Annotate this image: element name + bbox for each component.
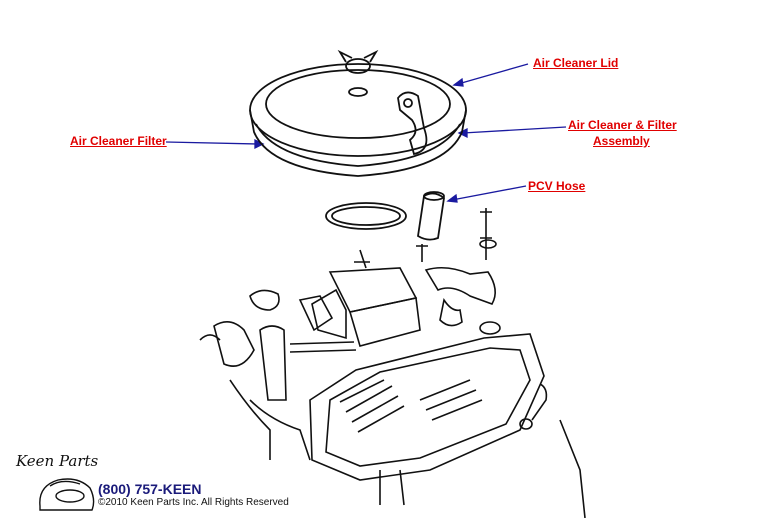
callout-air-cleaner-lid[interactable]: Air Cleaner Lid bbox=[533, 56, 619, 70]
wing-nut-wings bbox=[337, 49, 379, 63]
air-cleaner-lid-inner bbox=[265, 69, 451, 139]
air-cleaner bbox=[249, 49, 467, 177]
leader-lines bbox=[165, 63, 567, 203]
air-cleaner-lid-outline bbox=[249, 63, 467, 157]
callout-air-cleaner-filter[interactable]: Air Cleaner Filter bbox=[70, 134, 167, 148]
logo-script-text: Keen Parts bbox=[16, 452, 99, 470]
leader-filter bbox=[165, 141, 259, 145]
keen-parts-logo bbox=[39, 478, 95, 511]
leader-lid-arrow bbox=[452, 77, 464, 87]
gasket bbox=[325, 202, 407, 230]
air-cleaner-filter-rib bbox=[255, 123, 461, 167]
leader-lid bbox=[457, 63, 529, 85]
snorkel-bracket bbox=[397, 91, 428, 156]
pcv-hose bbox=[417, 191, 445, 241]
footer-copyright: ©2010 Keen Parts Inc. All Rights Reserve… bbox=[98, 497, 289, 508]
leader-pcv bbox=[451, 185, 527, 201]
engine-line-art bbox=[199, 208, 586, 518]
lid-center-stud bbox=[348, 87, 368, 97]
bracket-hole bbox=[403, 98, 413, 108]
leader-assembly bbox=[462, 126, 567, 134]
callout-assembly-line1[interactable]: Air Cleaner & Filter bbox=[568, 118, 677, 132]
leader-pcv-arrow bbox=[446, 193, 458, 203]
callout-pcv-hose[interactable]: PCV Hose bbox=[528, 179, 586, 193]
wing-nut bbox=[345, 58, 371, 74]
footer-phone: (800) 757-KEEN bbox=[98, 481, 202, 497]
air-cleaner-filter-band bbox=[249, 109, 467, 177]
callout-assembly-line2[interactable]: Assembly bbox=[593, 134, 650, 148]
